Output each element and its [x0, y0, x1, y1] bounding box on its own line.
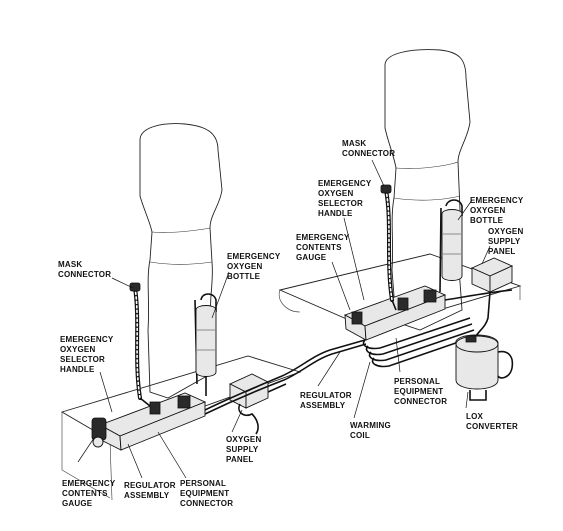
right-oxygen-supply-panel	[470, 257, 514, 293]
left-seat-outline	[139, 123, 223, 399]
left-oxygen-supply-panel	[228, 373, 270, 435]
label-right-contents-gauge: EMERGENCY CONTENTS GAUGE	[296, 233, 352, 262]
label-center-regulator-assembly: REGULATOR ASSEMBLY	[300, 391, 354, 410]
label-lox-converter: LOX CONVERTER	[466, 412, 518, 431]
label-left-personal-equipment-connector: PERSONAL EQUIPMENT CONNECTOR	[180, 479, 233, 508]
warming-coil	[362, 317, 477, 368]
left-mask-hose	[129, 282, 142, 400]
right-mask-hose	[380, 184, 394, 302]
label-right-selector-handle: EMERGENCY OXYGEN SELECTOR HANDLE	[318, 179, 374, 218]
label-right-emergency-oxygen-bottle: EMERGENCY OXYGEN BOTTLE	[470, 196, 526, 225]
label-left-contents-gauge: EMERGENCY CONTENTS GAUGE	[62, 479, 118, 508]
label-left-mask-connector: MASK CONNECTOR	[58, 260, 111, 279]
label-left-regulator-assembly: REGULATOR ASSEMBLY	[124, 481, 178, 500]
label-right-mask-connector: MASK CONNECTOR	[342, 139, 395, 158]
oxygen-lines	[139, 289, 513, 415]
right-oxygen-bottle	[439, 199, 463, 293]
leader-lines	[77, 159, 491, 479]
label-right-personal-equipment-connector: PERSONAL EQUIPMENT CONNECTOR	[394, 377, 447, 406]
label-left-oxygen-supply-panel: OXYGEN SUPPLY PANEL	[226, 435, 264, 464]
label-left-emergency-oxygen-bottle: EMERGENCY OXYGEN BOTTLE	[227, 252, 283, 281]
label-warming-coil: WARMING COIL	[350, 421, 393, 440]
lox-converter	[455, 334, 514, 401]
right-console-floor	[278, 253, 522, 331]
left-regulator-assembly	[91, 392, 207, 451]
label-right-oxygen-supply-panel: OXYGEN SUPPLY PANEL	[488, 227, 526, 256]
left-oxygen-bottle	[194, 293, 217, 396]
label-left-selector-handle: EMERGENCY OXYGEN SELECTOR HANDLE	[60, 335, 116, 374]
